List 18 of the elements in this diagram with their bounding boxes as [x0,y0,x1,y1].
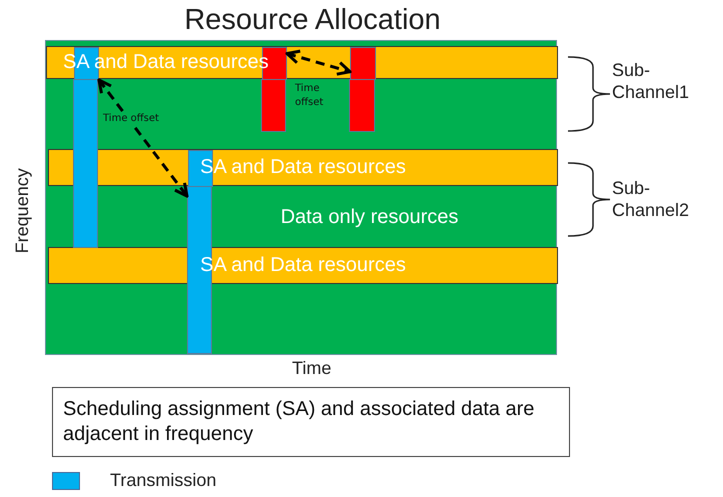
chart-title: Resource Allocation [183,4,442,37]
transmission-block [349,79,375,132]
resource-grid [45,40,557,355]
band-label: Data only resources [280,204,458,230]
sub-channel-label: Sub-Channel1 [612,60,690,104]
legend-label: Transmission [110,470,216,491]
transmission-block [73,79,98,248]
resource-band [48,247,558,284]
time-offset-arrow [286,50,352,76]
note-text: Scheduling assignment (SA) and associated data are adjacent in frequency [63,397,536,447]
axis-label: Time [292,358,332,380]
resource-band [48,149,558,186]
time-offset-arrow [98,78,188,198]
transmission-block [261,79,286,132]
sub-channel-label: Sub-Channel2 [612,178,690,222]
note-box [52,387,570,457]
axis-label: Frequency [12,167,34,256]
transmission-block [350,47,376,80]
